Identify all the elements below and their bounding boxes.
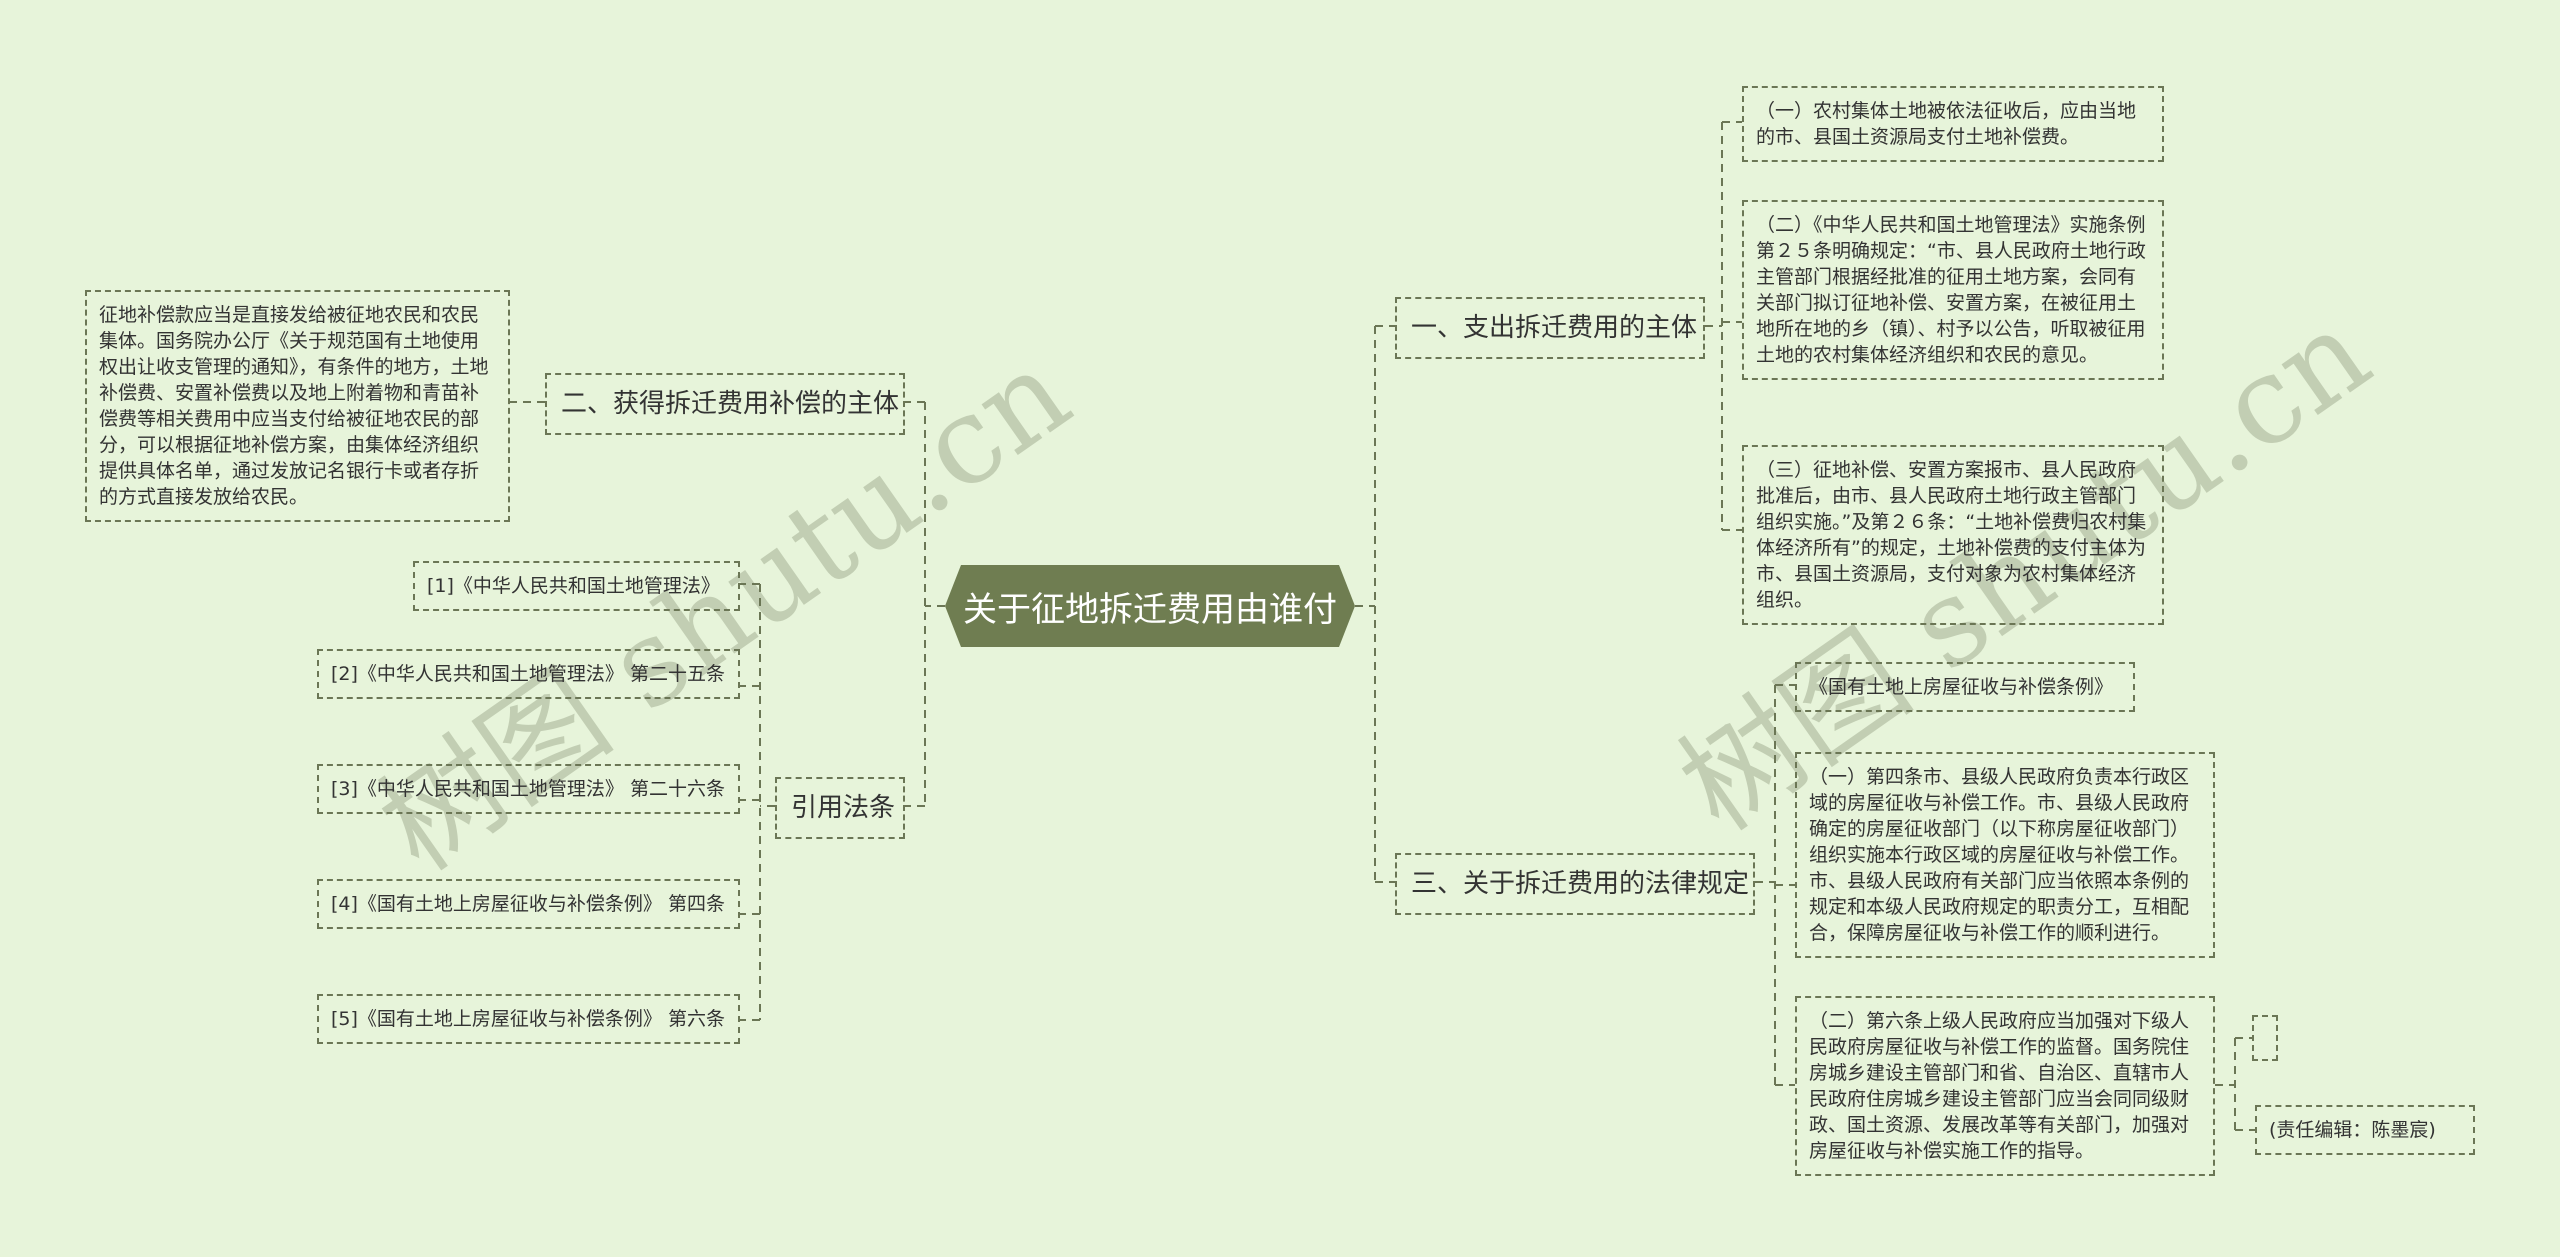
ref-item-1-text: [1]《中华人民共和国土地管理法》 xyxy=(427,575,720,597)
law-item-2-text: （一）第四条市、县级人民政府负责本行政区域的房屋征收与补偿工作。市、县级人民政府… xyxy=(1809,766,2190,944)
law-item-1-text: 《国有土地上房屋征收与补偿条例》 xyxy=(1809,676,2114,698)
law-item-1[interactable]: 《国有土地上房屋征收与补偿条例》 xyxy=(1795,662,2135,712)
law-item-2[interactable]: （一）第四条市、县级人民政府负责本行政区域的房屋征收与补偿工作。市、县级人民政府… xyxy=(1795,752,2215,958)
payer-item-2[interactable]: （二）《中华人民共和国土地管理法》实施条例第２５条明确规定：“市、县人民政府土地… xyxy=(1742,200,2164,380)
payer-item-1-text: （一）农村集体土地被依法征收后，应由当地的市、县国土资源局支付土地补偿费。 xyxy=(1756,100,2137,148)
payer-item-1[interactable]: （一）农村集体土地被依法征收后，应由当地的市、县国土资源局支付土地补偿费。 xyxy=(1742,86,2164,162)
payer-item-2-text: （二）《中华人民共和国土地管理法》实施条例第２５条明确规定：“市、县人民政府土地… xyxy=(1756,214,2146,366)
law-sub-editor[interactable]: (责任编辑：陈墨宸) xyxy=(2255,1105,2475,1155)
editor-credit-text: (责任编辑：陈墨宸) xyxy=(2269,1119,2436,1141)
ref-item-3-text: [3]《中华人民共和国土地管理法》 第二十六条 xyxy=(331,778,725,800)
branch-payer[interactable]: 一、支出拆迁费用的主体 xyxy=(1395,297,1705,359)
branch-payer-title: 一、支出拆迁费用的主体 xyxy=(1411,313,1698,343)
branch-law-title: 三、关于拆迁费用的法律规定 xyxy=(1411,869,1750,899)
branch-recipient-title: 二、获得拆迁费用补偿的主体 xyxy=(561,389,900,419)
ref-item-1[interactable]: [1]《中华人民共和国土地管理法》 xyxy=(413,561,740,611)
root-title: 关于征地拆迁费用由谁付 xyxy=(963,589,1337,630)
law-item-3[interactable]: （二）第六条上级人民政府应当加强对下级人民政府房屋征收与补偿工作的监督。国务院住… xyxy=(1795,996,2215,1176)
recipient-item-1-text: 征地补偿款应当是直接发给被征地农民和农民集体。国务院办公厅《关于规范国有土地使用… xyxy=(99,304,489,508)
branch-law[interactable]: 三、关于拆迁费用的法律规定 xyxy=(1395,853,1755,915)
ref-item-2-text: [2]《中华人民共和国土地管理法》 第二十五条 xyxy=(331,663,725,685)
payer-item-3[interactable]: （三）征地补偿、安置方案报市、县人民政府批准后，由市、县人民政府土地行政主管部门… xyxy=(1742,445,2164,625)
root-topic[interactable]: 关于征地拆迁费用由谁付 xyxy=(945,565,1355,647)
ref-item-3[interactable]: [3]《中华人民共和国土地管理法》 第二十六条 xyxy=(317,764,740,814)
branch-recipient[interactable]: 二、获得拆迁费用补偿的主体 xyxy=(545,373,905,435)
ref-item-4-text: [4]《国有土地上房屋征收与补偿条例》 第四条 xyxy=(331,893,725,915)
branch-refs[interactable]: 引用法条 xyxy=(775,777,905,839)
ref-item-2[interactable]: [2]《中华人民共和国土地管理法》 第二十五条 xyxy=(317,649,740,699)
ref-item-5[interactable]: [5]《国有土地上房屋征收与补偿条例》 第六条 xyxy=(317,994,740,1044)
ref-item-4[interactable]: [4]《国有土地上房屋征收与补偿条例》 第四条 xyxy=(317,879,740,929)
recipient-item-1[interactable]: 征地补偿款应当是直接发给被征地农民和农民集体。国务院办公厅《关于规范国有土地使用… xyxy=(85,290,510,522)
ref-item-5-text: [5]《国有土地上房屋征收与补偿条例》 第六条 xyxy=(331,1008,725,1030)
law-sub-empty[interactable] xyxy=(2252,1015,2278,1061)
branch-refs-title: 引用法条 xyxy=(791,793,896,823)
payer-item-3-text: （三）征地补偿、安置方案报市、县人民政府批准后，由市、县人民政府土地行政主管部门… xyxy=(1756,459,2147,611)
law-item-3-text: （二）第六条上级人民政府应当加强对下级人民政府房屋征收与补偿工作的监督。国务院住… xyxy=(1809,1010,2190,1162)
